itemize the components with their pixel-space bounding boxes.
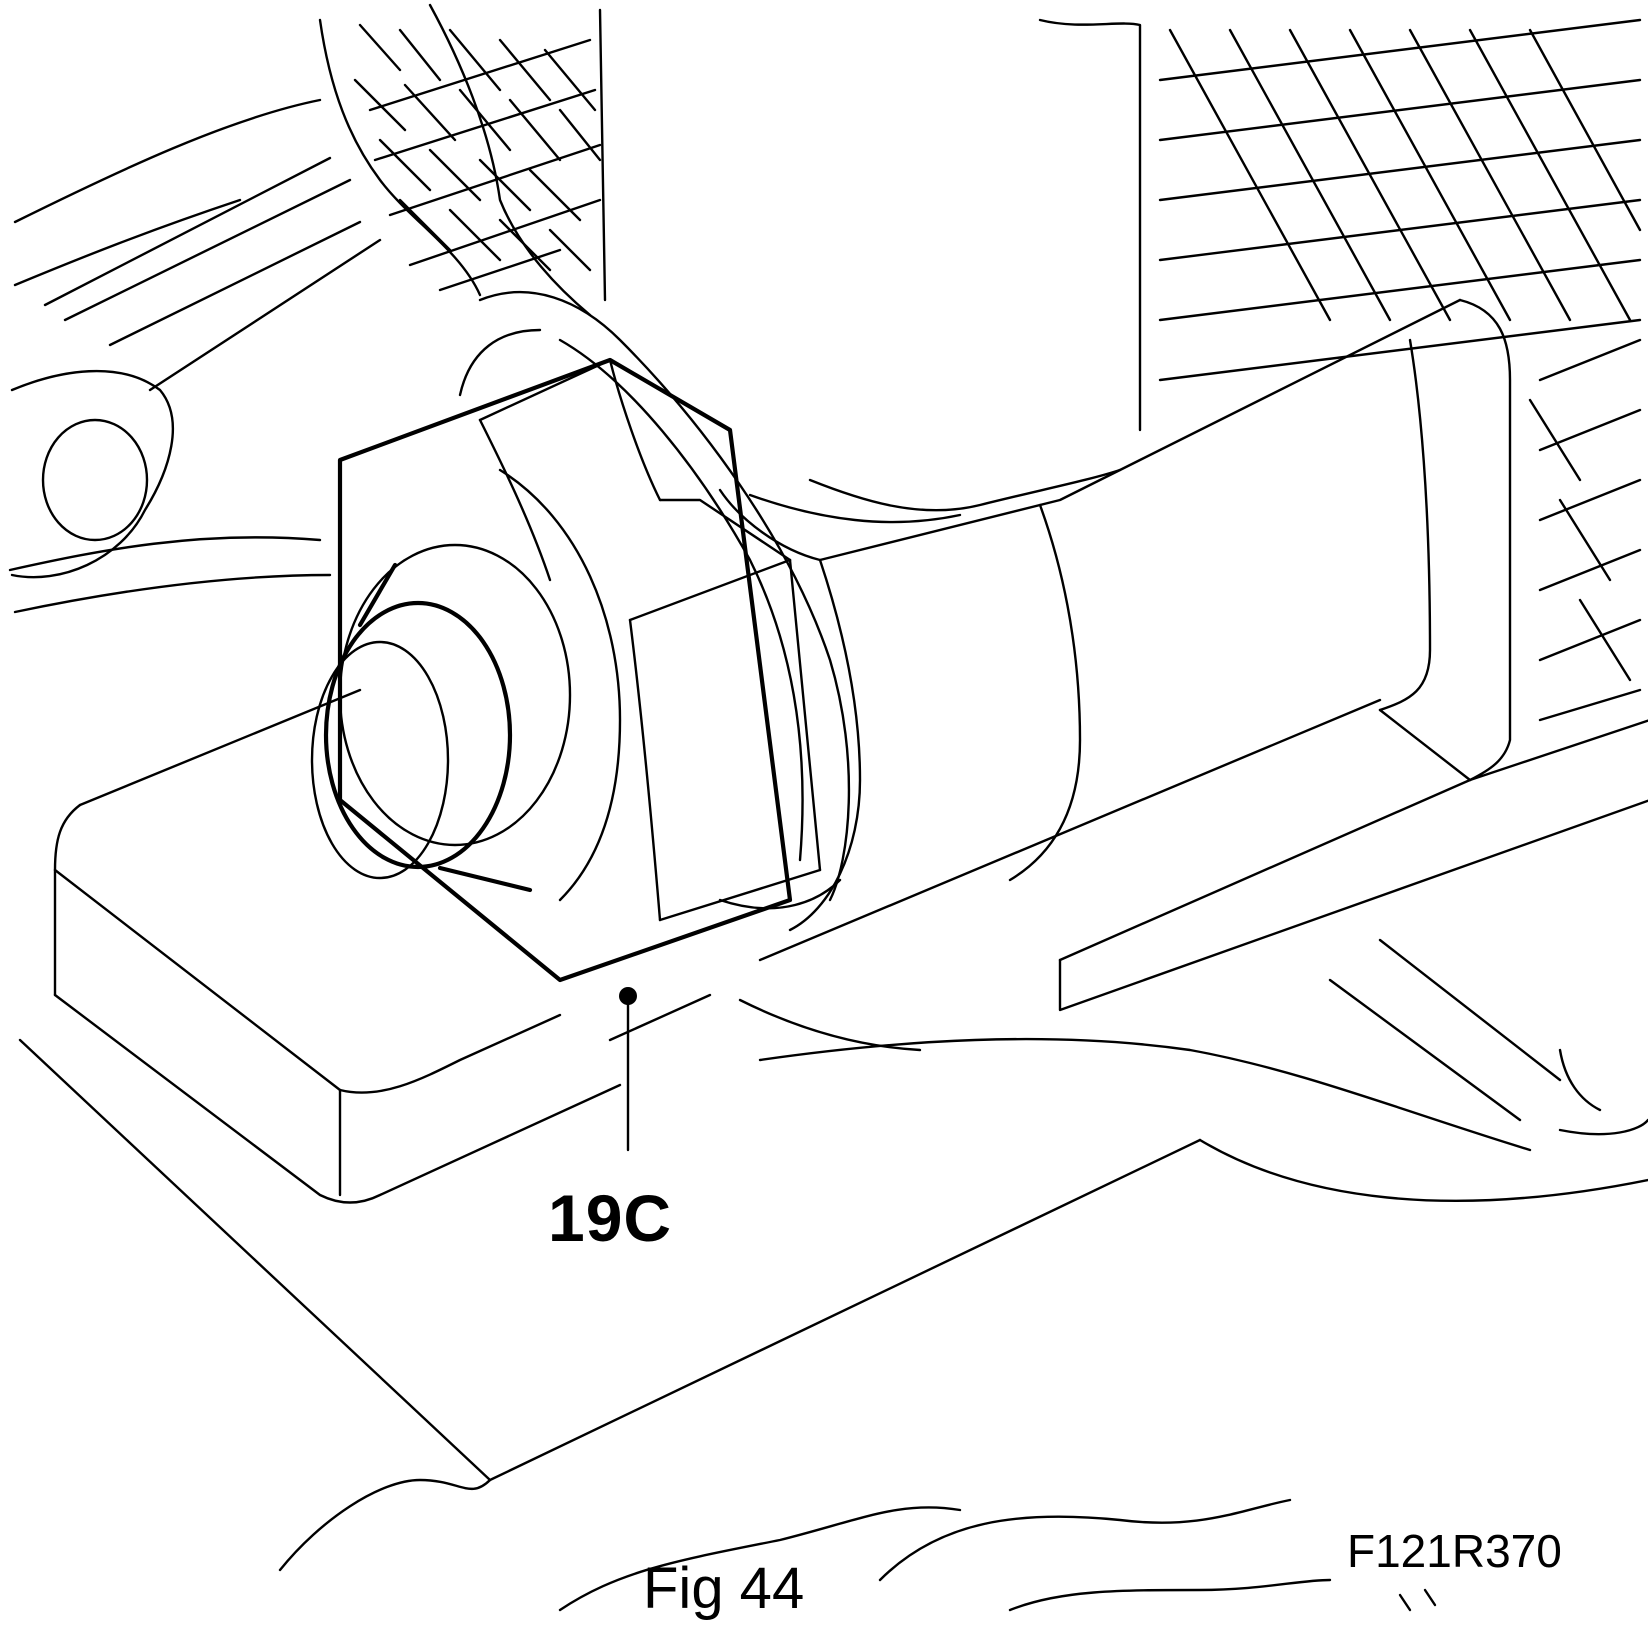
left-knurled-handle (318, 3, 607, 317)
lower-right-features (738, 938, 1648, 1152)
left-lever-arm (8, 98, 382, 614)
bottom-curves (278, 1478, 1437, 1612)
left-knurl-hatch (353, 23, 602, 292)
central-shaft (718, 298, 1648, 1012)
callout-leader (619, 987, 637, 1152)
hex-nut (310, 357, 822, 983)
callout-label-19c: 19C (548, 1181, 673, 1255)
right-knurled-handle (748, 18, 1642, 722)
nut-washer-ring (458, 291, 851, 910)
drawing-code: F121R370 (1347, 1525, 1562, 1577)
right-knurl-hatch (1158, 18, 1642, 722)
figure-caption: Fig 44 (643, 1556, 805, 1621)
base-block (18, 688, 1648, 1482)
